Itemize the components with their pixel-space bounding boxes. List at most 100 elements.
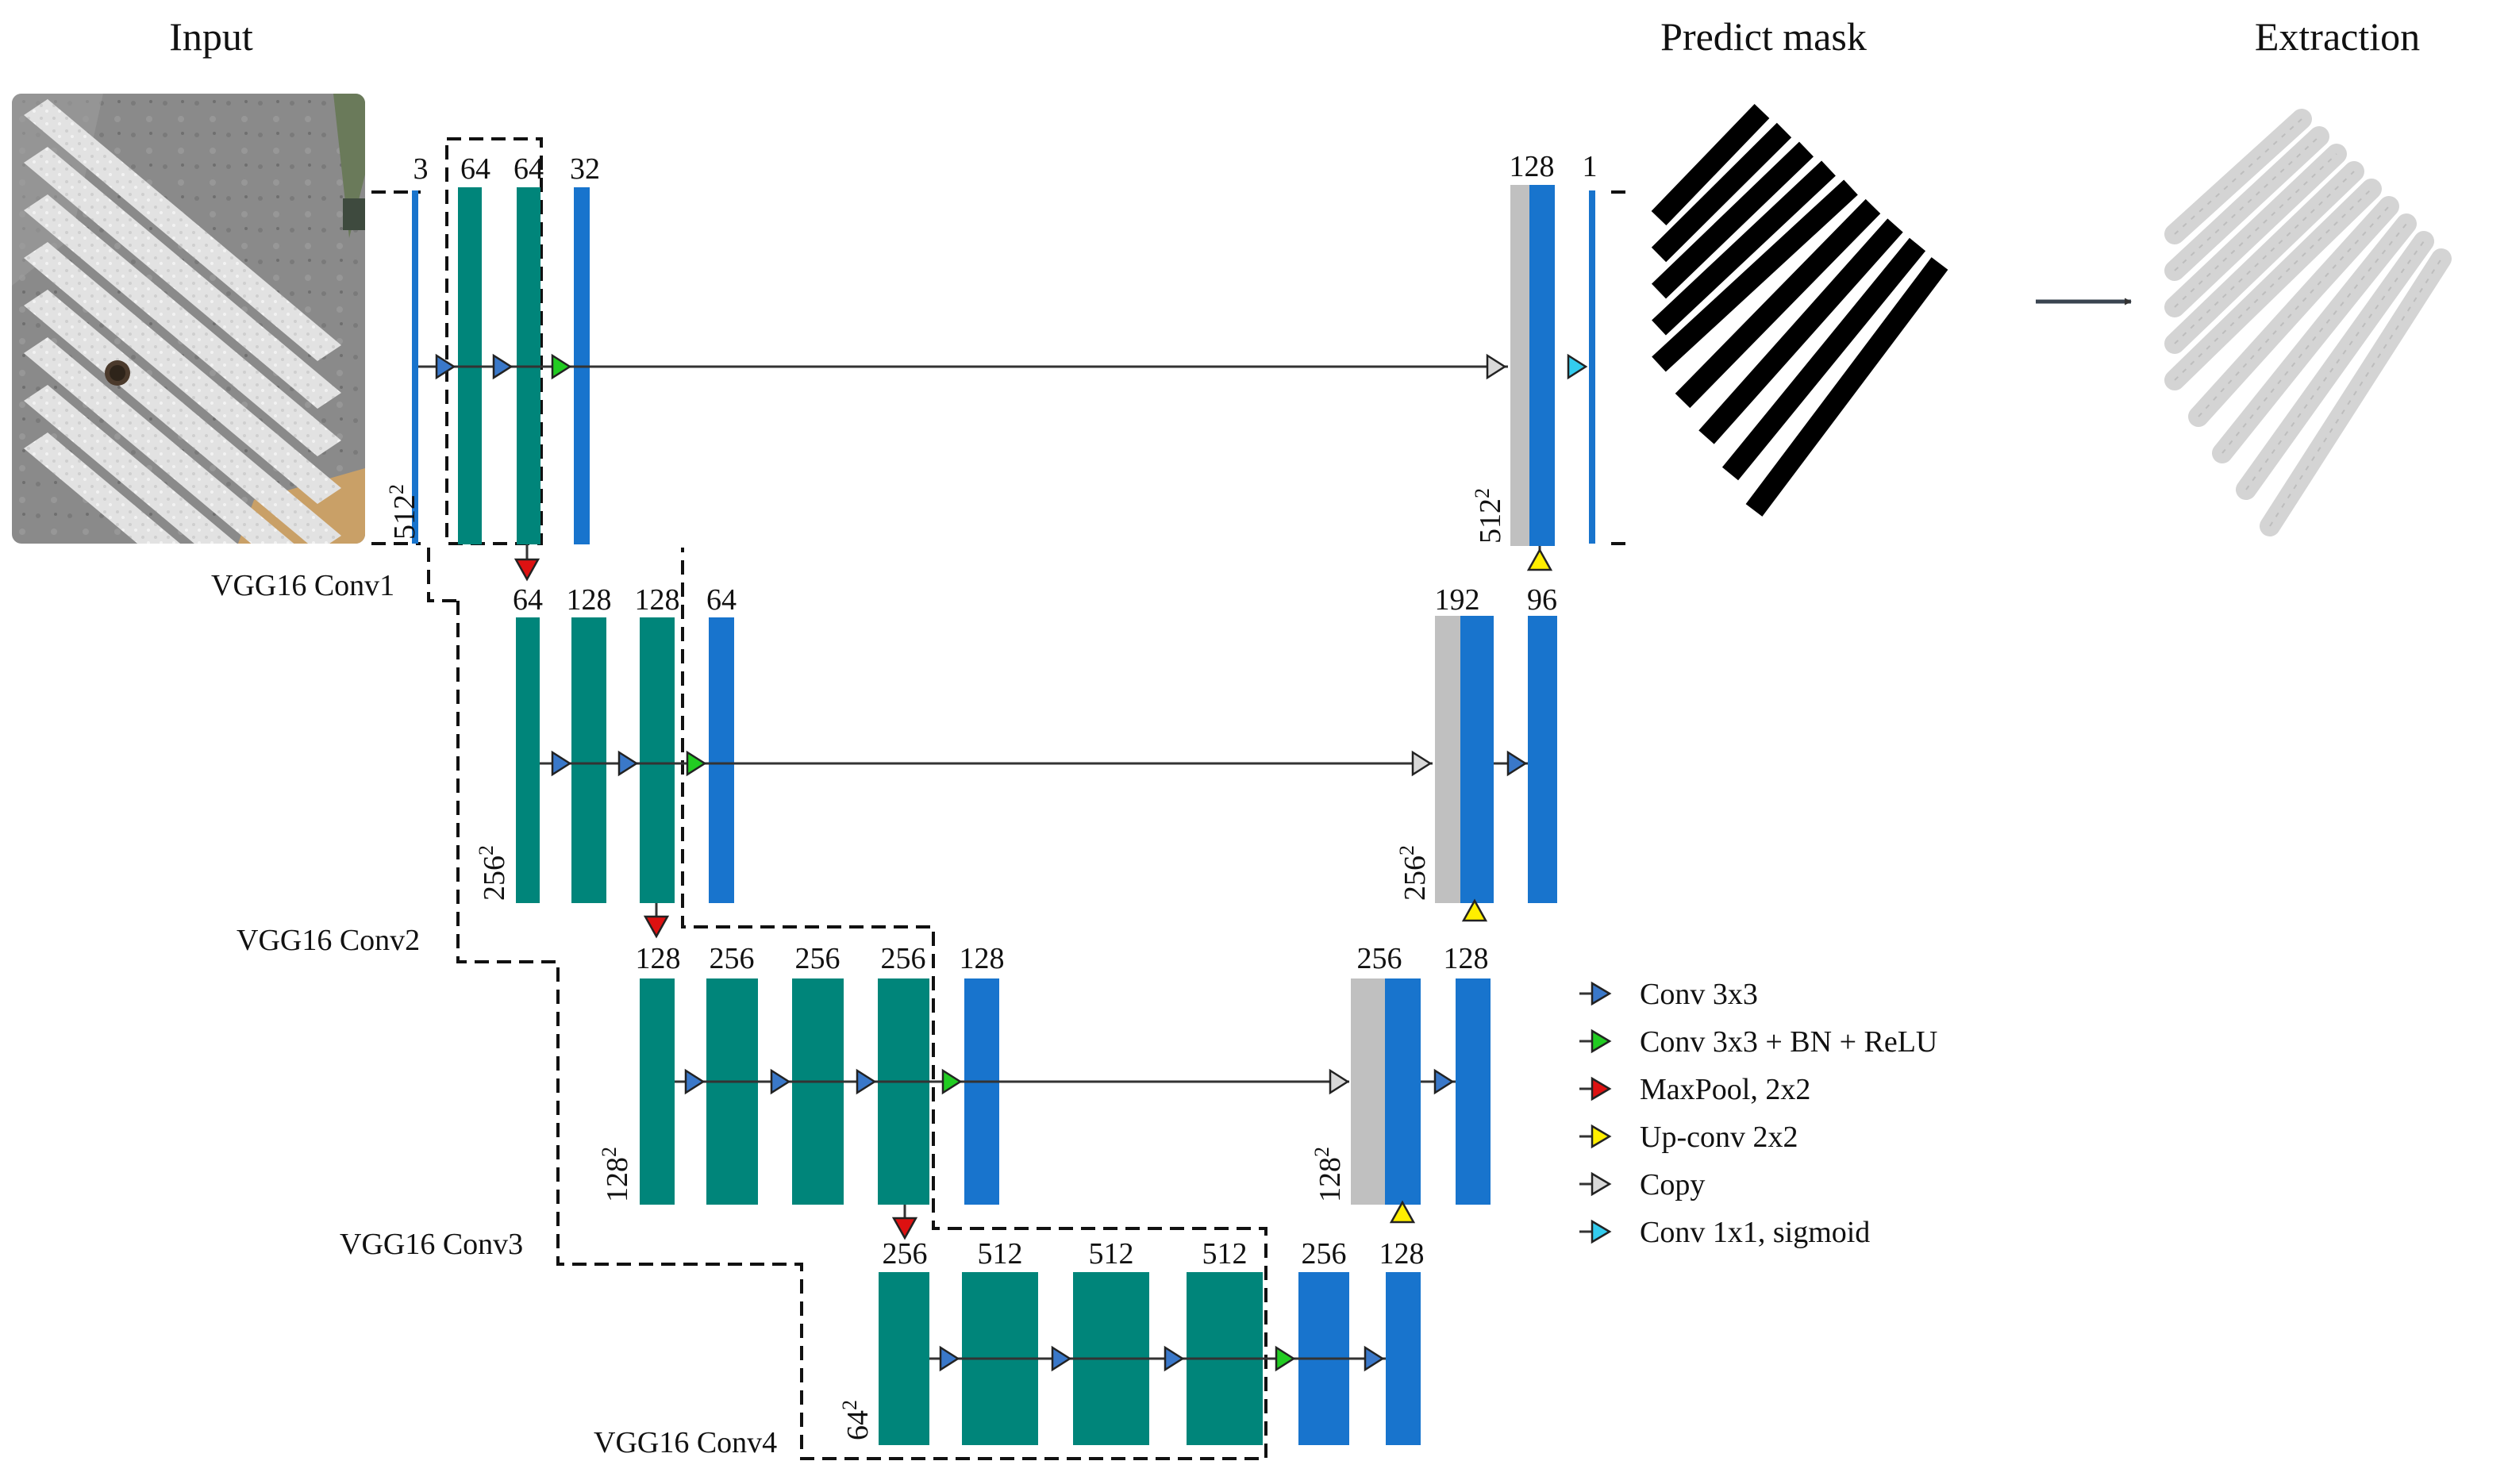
extraction-stripe-texture <box>2198 206 2390 417</box>
l2-up-channels: 96 <box>1527 583 1557 617</box>
crosswalk-stripe <box>24 385 341 544</box>
extraction-stripe-texture <box>2174 171 2355 344</box>
mask-stripe <box>1698 218 1903 444</box>
l3-copy-block <box>1351 978 1387 1205</box>
conv-bn-relu-arrow <box>551 353 572 380</box>
extraction-stripe-texture <box>2269 258 2442 527</box>
legend-label: Up-conv 2x2 <box>1640 1121 1798 1154</box>
predict-mask-header: Predict mask <box>1660 14 1867 59</box>
legend-arrow-icon <box>1591 1171 1612 1197</box>
input-aerial-image <box>12 94 365 544</box>
l2-up-block <box>1528 616 1557 903</box>
conv-bn-relu-arrow <box>686 750 707 777</box>
copy-arrow <box>1486 353 1507 380</box>
l4-c2-channels: 512 <box>1089 1237 1134 1271</box>
l4-d2-channels: 128 <box>1379 1237 1425 1271</box>
l4-size-label: 642 <box>838 1400 875 1440</box>
upconv-arrow <box>1389 1200 1416 1224</box>
l3-conv2-block <box>792 978 844 1205</box>
maxpool-arrow <box>891 1217 918 1240</box>
conv3x3-arrow <box>770 1068 791 1095</box>
l1-cat-channels: 128 <box>1510 150 1555 183</box>
l1-input-slice <box>412 190 418 544</box>
extraction-stripe <box>2164 109 2312 244</box>
mask-stripe <box>1675 198 1881 409</box>
l1-output-slice <box>1589 190 1595 544</box>
upconv-arrow <box>1526 548 1553 571</box>
crosswalk-stripe <box>24 242 341 504</box>
l1-in-channels: 3 <box>414 152 429 186</box>
extraction-stripe <box>2164 126 2329 281</box>
l3-decoder-block <box>964 978 999 1205</box>
conv3x3-arrow <box>1433 1068 1455 1095</box>
vgg16-conv2-label: VGG16 Conv2 <box>237 924 420 957</box>
l2-copy-block <box>1435 616 1462 903</box>
vgg-encoder-outline <box>371 137 1627 1460</box>
l1-concat-block <box>1529 185 1555 546</box>
l2-conv1-block <box>571 617 606 903</box>
legend-arrow-icon <box>1591 981 1612 1006</box>
conv3x3-arrow <box>617 750 639 777</box>
l3-d-channels: 128 <box>960 942 1005 975</box>
l4-decoder2-block <box>1386 1272 1421 1445</box>
conv3x3-arrow <box>1364 1345 1385 1372</box>
copy-arrow <box>1411 750 1433 777</box>
l2-concat-block <box>1460 616 1494 903</box>
crosswalk-stripe <box>24 290 341 544</box>
l2-decoder-block <box>709 617 734 903</box>
l4-c3-channels: 512 <box>1202 1237 1248 1271</box>
mask-stripe <box>1652 160 1836 336</box>
vgg16-conv4-label: VGG16 Conv4 <box>594 1426 777 1459</box>
l2-d-channels: 64 <box>706 583 737 617</box>
conv3x3-arrow <box>492 353 514 380</box>
legend-arrow-icon <box>1591 1124 1612 1149</box>
conv3x3-arrow <box>856 1068 877 1095</box>
l3-cat-channels: 256 <box>1357 942 1402 975</box>
l3-c2-channels: 256 <box>795 942 840 975</box>
mask-stripe <box>1651 103 1770 226</box>
l3-c1-channels: 256 <box>710 942 755 975</box>
extraction-stripe-texture <box>2221 223 2407 454</box>
extraction-image <box>2164 109 2452 536</box>
l3-conv0-block <box>640 978 675 1205</box>
legend-label: Conv 3x3 + BN + ReLU <box>1640 1025 1937 1059</box>
operation-arrows <box>435 353 1588 1372</box>
mask-stripe <box>1651 122 1792 263</box>
l4-c1-channels: 512 <box>978 1237 1023 1271</box>
crosswalk-stripe <box>24 99 341 361</box>
conv3x3-arrow <box>551 750 572 777</box>
copy-arrow <box>1329 1068 1350 1095</box>
mask-stripe <box>1721 237 1926 481</box>
conv3x3-arrow <box>939 1345 960 1372</box>
upconv-arrow <box>1461 898 1488 922</box>
l3-size-label-dec: 1282 <box>1310 1147 1348 1202</box>
conv3x3-arrow <box>1051 1345 1072 1372</box>
mask-stripe <box>1745 257 1948 517</box>
predicted-mask-image <box>1651 103 1948 517</box>
l2-conv0-block <box>516 617 540 903</box>
l3-up-channels: 128 <box>1444 942 1489 975</box>
vgg16-conv1-label: VGG16 Conv1 <box>211 569 394 602</box>
conv-bn-relu-arrow <box>941 1068 963 1095</box>
l3-up-block <box>1456 978 1491 1205</box>
l1-c2-channels: 64 <box>514 152 544 186</box>
maxpool-arrow <box>514 558 540 582</box>
legend-arrow-icon <box>1591 1028 1612 1054</box>
input-header: Input <box>169 14 253 59</box>
extraction-header: Extraction <box>2255 14 2420 59</box>
mask-stripe <box>1652 179 1858 372</box>
l4-conv0-block <box>879 1272 929 1445</box>
l3-conv1-block <box>706 978 758 1205</box>
l4-c0-channels: 256 <box>883 1237 928 1271</box>
legend-label: MaxPool, 2x2 <box>1640 1073 1810 1106</box>
l2-size-label: 2562 <box>475 845 512 901</box>
l1-out-channels: 1 <box>1583 150 1598 183</box>
legend-arrow-icon <box>1591 1219 1612 1244</box>
l2-size-label-dec: 2562 <box>1395 845 1433 901</box>
legend-label: Conv 1x1, sigmoid <box>1640 1216 1870 1249</box>
legend-label: Conv 3x3 <box>1640 978 1758 1011</box>
l1-copy-block <box>1510 185 1531 546</box>
extraction-stripe-texture <box>2174 153 2337 308</box>
